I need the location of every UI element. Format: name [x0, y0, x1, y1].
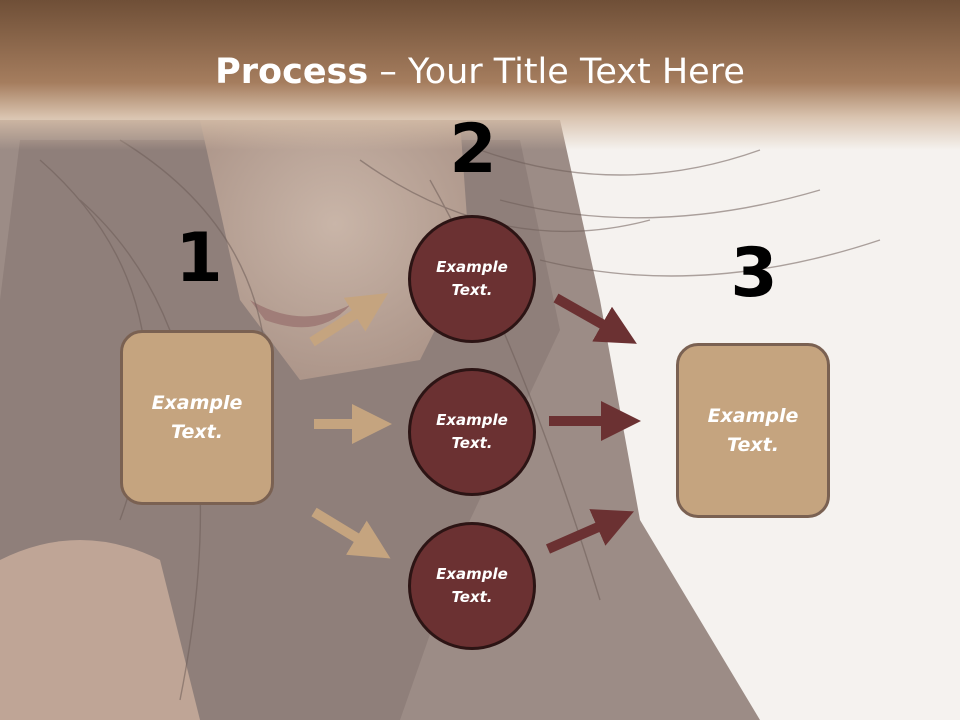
step-3-box[interactable]: Example Text.: [676, 343, 830, 518]
circle-bottom-text: Example Text.: [436, 564, 508, 606]
arrow-1-to-top: [309, 293, 389, 347]
arrow-top-to-3: [553, 293, 637, 344]
step-3-text: Example Text.: [707, 405, 799, 456]
circle-bottom[interactable]: Example Text.: [408, 522, 536, 650]
arrow-1-to-bottom: [311, 507, 391, 559]
title-bold: Process: [215, 52, 369, 92]
step-1-text: Example Text.: [151, 392, 243, 443]
step-number-3: 3: [730, 234, 778, 313]
circle-top-text: Example Text.: [436, 257, 508, 299]
arrow-bottom-to-3: [545, 509, 634, 554]
title-rest: – Your Title Text Here: [368, 52, 745, 92]
title-banner: [0, 0, 960, 150]
circle-middle-text: Example Text.: [436, 410, 508, 452]
slide-title: Process – Your Title Text Here: [0, 52, 960, 92]
step-1-box[interactable]: Example Text.: [120, 330, 274, 505]
circle-top[interactable]: Example Text.: [408, 215, 536, 343]
step-number-2: 2: [449, 110, 497, 189]
circle-middle[interactable]: Example Text.: [408, 368, 536, 496]
step-number-1: 1: [175, 219, 223, 298]
